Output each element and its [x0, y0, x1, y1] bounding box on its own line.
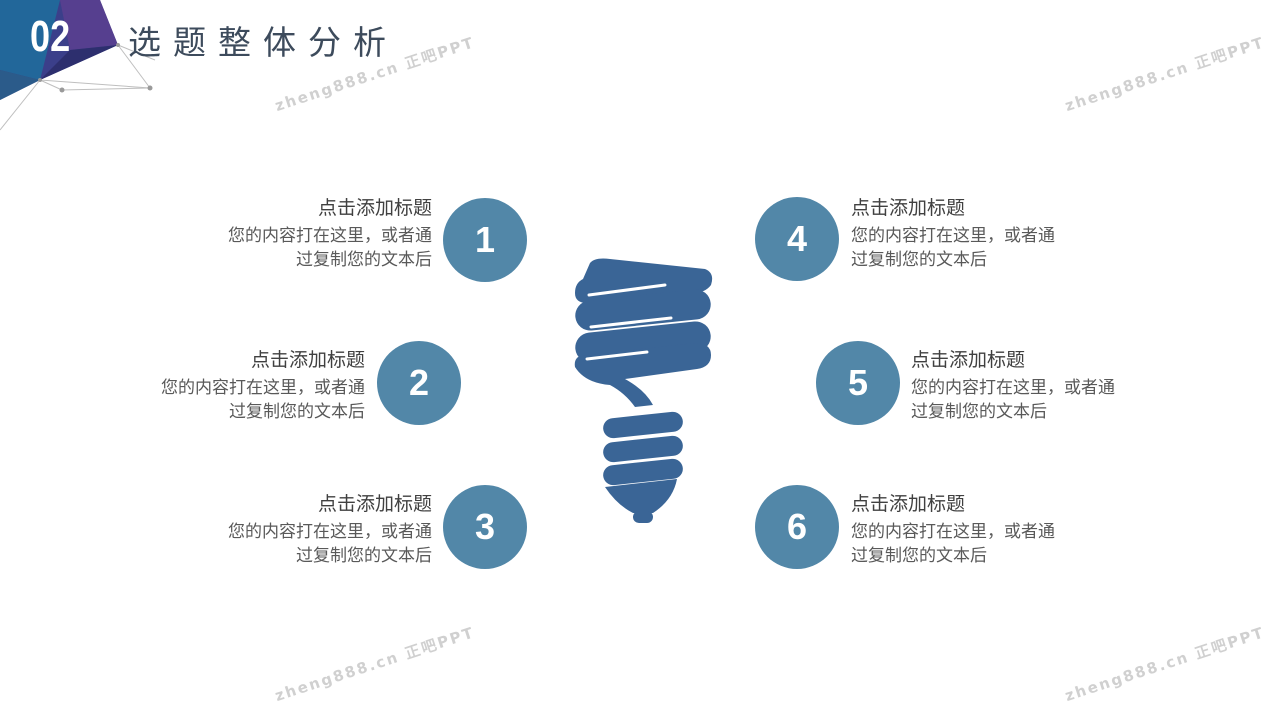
item-body-line: 您的内容打在这里，或者通 [228, 522, 432, 542]
item-title: 点击添加标题 [250, 349, 365, 371]
list-item: 点击添加标题 您的内容打在这里，或者通 过复制您的文本后 [851, 492, 1111, 568]
item-body-line: 过复制您的文本后 [911, 402, 1047, 422]
corner-polygon-decoration [0, 0, 156, 131]
item-body-line: 过复制您的文本后 [296, 250, 432, 270]
item-body-line: 过复制您的文本后 [851, 250, 987, 270]
item-body-line: 您的内容打在这里，或者通 [161, 378, 365, 398]
list-item: 点击添加标题 您的内容打在这里，或者通 过复制您的文本后 [105, 348, 365, 424]
item-title: 点击添加标题 [317, 493, 432, 515]
list-item: 点击添加标题 您的内容打在这里，或者通 过复制您的文本后 [851, 196, 1111, 272]
item-body-line: 您的内容打在这里，或者通 [228, 226, 432, 246]
number-badge: 6 [755, 485, 839, 569]
item-title: 点击添加标题 [851, 197, 966, 219]
number-badge: 3 [443, 485, 527, 569]
light-bulb-icon [574, 258, 713, 523]
number-badge: 4 [755, 197, 839, 281]
list-item: 点击添加标题 您的内容打在这里，或者通 过复制您的文本后 [172, 492, 432, 568]
number-badge: 5 [816, 341, 900, 425]
item-title: 点击添加标题 [911, 349, 1026, 371]
item-body-line: 过复制您的文本后 [851, 546, 987, 566]
page-title: 选题整体分析 [128, 23, 398, 62]
watermark: zheng888.cn 正吧PPT [1062, 33, 1267, 116]
list-item: 点击添加标题 您的内容打在这里，或者通 过复制您的文本后 [911, 348, 1171, 424]
item-body-line: 您的内容打在这里，或者通 [911, 378, 1115, 398]
number-badge: 2 [377, 341, 461, 425]
item-body-line: 您的内容打在这里，或者通 [851, 522, 1055, 542]
item-body-line: 您的内容打在这里，或者通 [851, 226, 1055, 246]
item-body-line: 过复制您的文本后 [296, 546, 432, 566]
watermark: zheng888.cn 正吧PPT [1062, 623, 1267, 706]
list-item: 点击添加标题 您的内容打在这里，或者通 过复制您的文本后 [172, 196, 432, 272]
item-title: 点击添加标题 [317, 197, 432, 219]
item-title: 点击添加标题 [851, 493, 966, 515]
watermark: zheng888.cn 正吧PPT [272, 623, 477, 706]
item-body-line: 过复制您的文本后 [229, 402, 365, 422]
section-number: 02 [30, 12, 71, 61]
number-badge: 1 [443, 198, 527, 282]
